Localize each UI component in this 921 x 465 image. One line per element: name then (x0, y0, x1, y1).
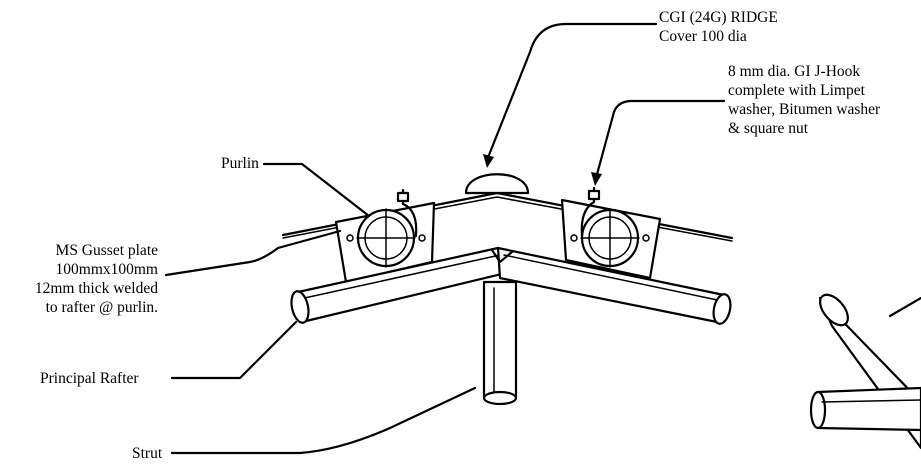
purlin-left (346, 208, 426, 268)
label-strut: Strut (132, 445, 163, 462)
apex-joint (490, 248, 514, 264)
truss-joint-partial (809, 293, 921, 450)
label-gusset-line-3: 12mm thick welded (35, 280, 158, 297)
label-gusset-line-1: MS Gusset plate (56, 242, 159, 259)
label-jhook-line-2: complete with Limpet (728, 82, 866, 99)
label-jhook-line-1: 8 mm dia. GI J-Hook (728, 63, 860, 80)
j-hook-right (580, 186, 601, 238)
purlin-right (570, 208, 650, 268)
label-jhook-line-4: & square nut (728, 120, 809, 137)
j-hook-left (396, 188, 418, 238)
label-gusset-line-2: 100mmx100mm (56, 261, 158, 278)
label-jhook-line-3: washer, Bitumen washer (728, 101, 881, 118)
leader-lines (164, 22, 921, 455)
strut-member (482, 280, 518, 406)
label-purlin: Purlin (221, 155, 259, 172)
label-ridge-line-1: CGI (24G) RIDGE (659, 9, 778, 26)
label-principal-rafter: Principal Rafter (40, 370, 139, 387)
ridge-cover (464, 173, 530, 195)
principal-rafter-right (496, 246, 732, 325)
label-ridge-line-2: Cover 100 dia (659, 28, 747, 45)
label-gusset-line-4: to rafter @ purlin. (46, 299, 158, 316)
